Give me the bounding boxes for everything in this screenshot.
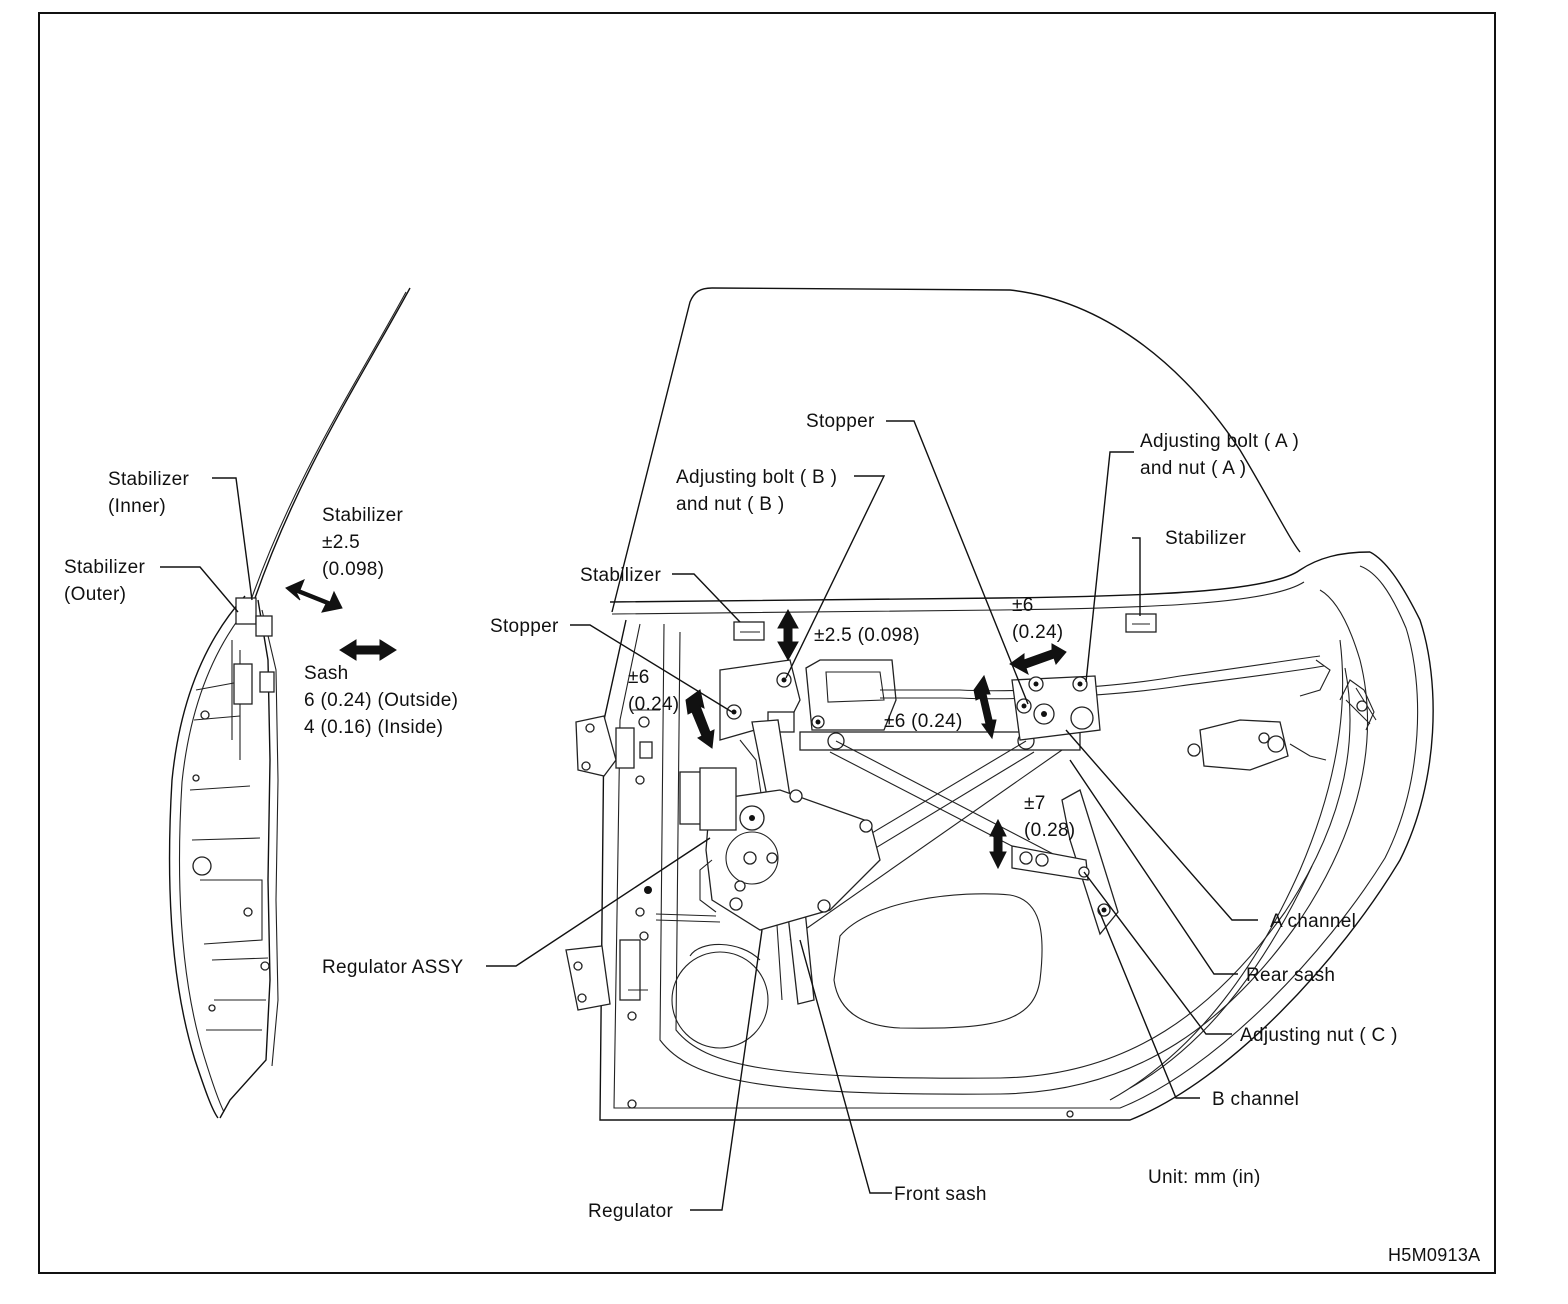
- door-side-view: [168, 287, 411, 1119]
- label-adjusting-nut-b: and nut ( B ): [676, 494, 785, 515]
- label-stopper-top: Stopper: [806, 411, 875, 432]
- door-front-view: [565, 287, 1434, 1121]
- label-adjusting-nut-c: Adjusting nut ( C ): [1240, 1025, 1398, 1046]
- label-tolerance-6-top-in: (0.24): [1012, 622, 1064, 643]
- label-tolerance-7-in: (0.28): [1024, 820, 1076, 841]
- label-sash-outside: 6 (0.24) (Outside): [304, 690, 459, 711]
- label-regulator-assy: Regulator ASSY: [322, 957, 464, 978]
- label-stabilizer-right: Stabilizer: [1165, 528, 1247, 549]
- label-rear-sash: Rear sash: [1246, 965, 1336, 986]
- label-stabilizer-outer: Stabilizer: [64, 557, 146, 578]
- label-stabilizer-tolerance-mm: ±2.5: [322, 532, 361, 553]
- label-tolerance-7: ±7: [1024, 793, 1046, 814]
- label-tolerance-2-5: ±2.5 (0.098): [814, 625, 920, 646]
- label-adjusting-bolt-a: Adjusting bolt ( A ): [1140, 431, 1300, 452]
- left-leader-lines: [160, 477, 253, 613]
- label-stabilizer-outer-sub: (Outer): [64, 584, 127, 605]
- label-regulator: Regulator: [588, 1201, 674, 1222]
- label-stabilizer-tolerance: Stabilizer: [322, 505, 404, 526]
- label-b-channel: B channel: [1212, 1089, 1300, 1110]
- rear-sash-arrow: [973, 674, 997, 740]
- label-tolerance-6-mid: ±6 (0.24): [884, 711, 963, 732]
- label-tolerance-6-top: ±6: [1012, 595, 1034, 616]
- stabilizer-tilt-arrow: [285, 579, 343, 613]
- stabilizer-vertical-arrow: [777, 608, 799, 662]
- channel-c-arrow: [989, 818, 1007, 870]
- front-sash-arrow: [685, 689, 715, 749]
- label-a-channel: A channel: [1270, 911, 1357, 932]
- label-adjusting-bolt-b: Adjusting bolt ( B ): [676, 467, 838, 488]
- label-stabilizer-tolerance-in: (0.098): [322, 559, 385, 580]
- label-tolerance-6-left-in: (0.24): [628, 694, 680, 715]
- label-stopper-left: Stopper: [490, 616, 559, 637]
- label-stabilizer-inner: Stabilizer: [108, 469, 190, 490]
- label-adjusting-nut-a: and nut ( A ): [1140, 458, 1247, 479]
- label-stabilizer-inner-sub: (Inner): [108, 496, 167, 517]
- label-sash: Sash: [304, 663, 349, 684]
- sash-adjust-arrow: [339, 639, 397, 661]
- right-leader-lines: [486, 420, 1258, 1211]
- label-front-sash: Front sash: [894, 1184, 987, 1205]
- label-tolerance-6-left: ±6: [628, 667, 650, 688]
- diagram-frame: [38, 12, 1496, 1274]
- unit-note: Unit: mm (in): [1148, 1167, 1261, 1188]
- label-stabilizer-mid: Stabilizer: [580, 565, 662, 586]
- top-rail-arrow: [1009, 643, 1067, 676]
- figure-code: H5M0913A: [1388, 1245, 1481, 1265]
- label-sash-inside: 4 (0.16) (Inside): [304, 717, 444, 738]
